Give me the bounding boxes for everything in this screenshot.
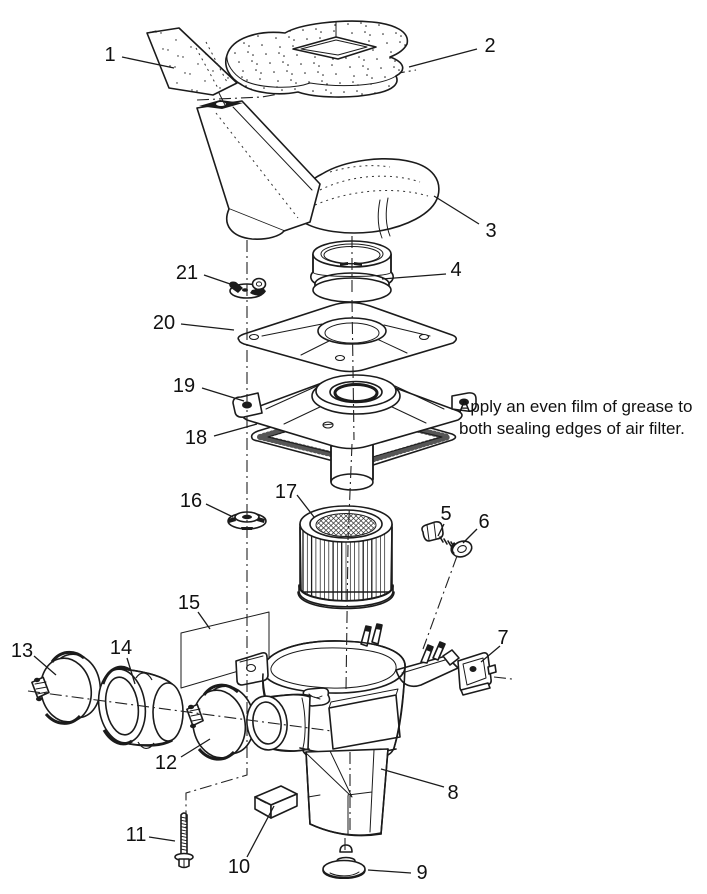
callout-label-6: 6 bbox=[478, 511, 489, 533]
intake-boot bbox=[310, 240, 394, 303]
callout-leader-5 bbox=[437, 523, 445, 537]
callout-label-7: 7 bbox=[497, 627, 508, 649]
callout-label-9: 9 bbox=[416, 862, 427, 884]
long-bolt bbox=[174, 812, 194, 869]
callout-leader-20 bbox=[180, 323, 235, 331]
callout-label-15: 15 bbox=[178, 592, 200, 614]
callout-leader-7 bbox=[480, 645, 501, 663]
callout-leader-11 bbox=[148, 836, 176, 842]
top-plate bbox=[237, 301, 458, 373]
callout-label-5: 5 bbox=[440, 503, 451, 525]
callout-leader-1 bbox=[121, 56, 175, 69]
callout-label-8: 8 bbox=[447, 782, 458, 804]
intake-duct bbox=[97, 665, 184, 750]
callout-leader-17 bbox=[296, 494, 315, 518]
hose-clamp-left bbox=[31, 650, 102, 725]
callout-label-19: 19 bbox=[173, 375, 195, 397]
callout-label-12: 12 bbox=[155, 752, 177, 774]
callout-leader-2 bbox=[408, 48, 478, 68]
callout-label-2: 2 bbox=[484, 35, 495, 57]
callout-leader-8 bbox=[380, 768, 445, 788]
mounting-bolt bbox=[421, 521, 455, 548]
callout-leader-18 bbox=[213, 423, 258, 437]
wing-nut bbox=[229, 277, 267, 299]
callout-label-14: 14 bbox=[110, 637, 132, 659]
clip-nut bbox=[457, 652, 497, 696]
callout-leader-6 bbox=[462, 528, 478, 544]
washer bbox=[450, 540, 473, 558]
callout-label-10: 10 bbox=[228, 856, 250, 878]
callout-label-18: 18 bbox=[185, 427, 207, 449]
callout-leader-12 bbox=[180, 738, 211, 758]
callout-label-17: 17 bbox=[275, 481, 297, 503]
drain-plug bbox=[322, 844, 366, 880]
callout-label-21: 21 bbox=[176, 262, 198, 284]
callout-label-13: 13 bbox=[11, 640, 33, 662]
callout-leader-13 bbox=[33, 655, 57, 676]
air-filter-element bbox=[297, 505, 395, 610]
center-axes bbox=[27, 236, 513, 851]
foam-seal bbox=[225, 20, 409, 98]
callout-leader-16 bbox=[205, 503, 234, 518]
callout-leader-9 bbox=[367, 869, 412, 874]
callout-leader-14 bbox=[126, 657, 136, 685]
callout-leader-3 bbox=[433, 195, 480, 225]
air-box-body bbox=[235, 623, 460, 837]
callout-label-16: 16 bbox=[180, 490, 202, 512]
cover-panel bbox=[146, 27, 238, 96]
callout-leader-15 bbox=[197, 611, 211, 630]
callout-label-3: 3 bbox=[485, 220, 496, 242]
air-box-cover bbox=[232, 374, 477, 450]
callout-label-1: 1 bbox=[104, 44, 115, 66]
callout-leader-10 bbox=[246, 805, 275, 858]
callout-label-20: 20 bbox=[153, 312, 175, 334]
instruction-note: Apply an even film of grease to both sea… bbox=[459, 397, 693, 438]
seat-cover bbox=[196, 92, 440, 240]
callout-label-4: 4 bbox=[450, 259, 461, 281]
foam-block bbox=[254, 785, 298, 819]
callout-leader-19 bbox=[201, 387, 245, 402]
callout-label-11: 11 bbox=[126, 824, 147, 846]
callout-leader-21 bbox=[203, 274, 237, 287]
callout-leader-4 bbox=[381, 273, 447, 280]
